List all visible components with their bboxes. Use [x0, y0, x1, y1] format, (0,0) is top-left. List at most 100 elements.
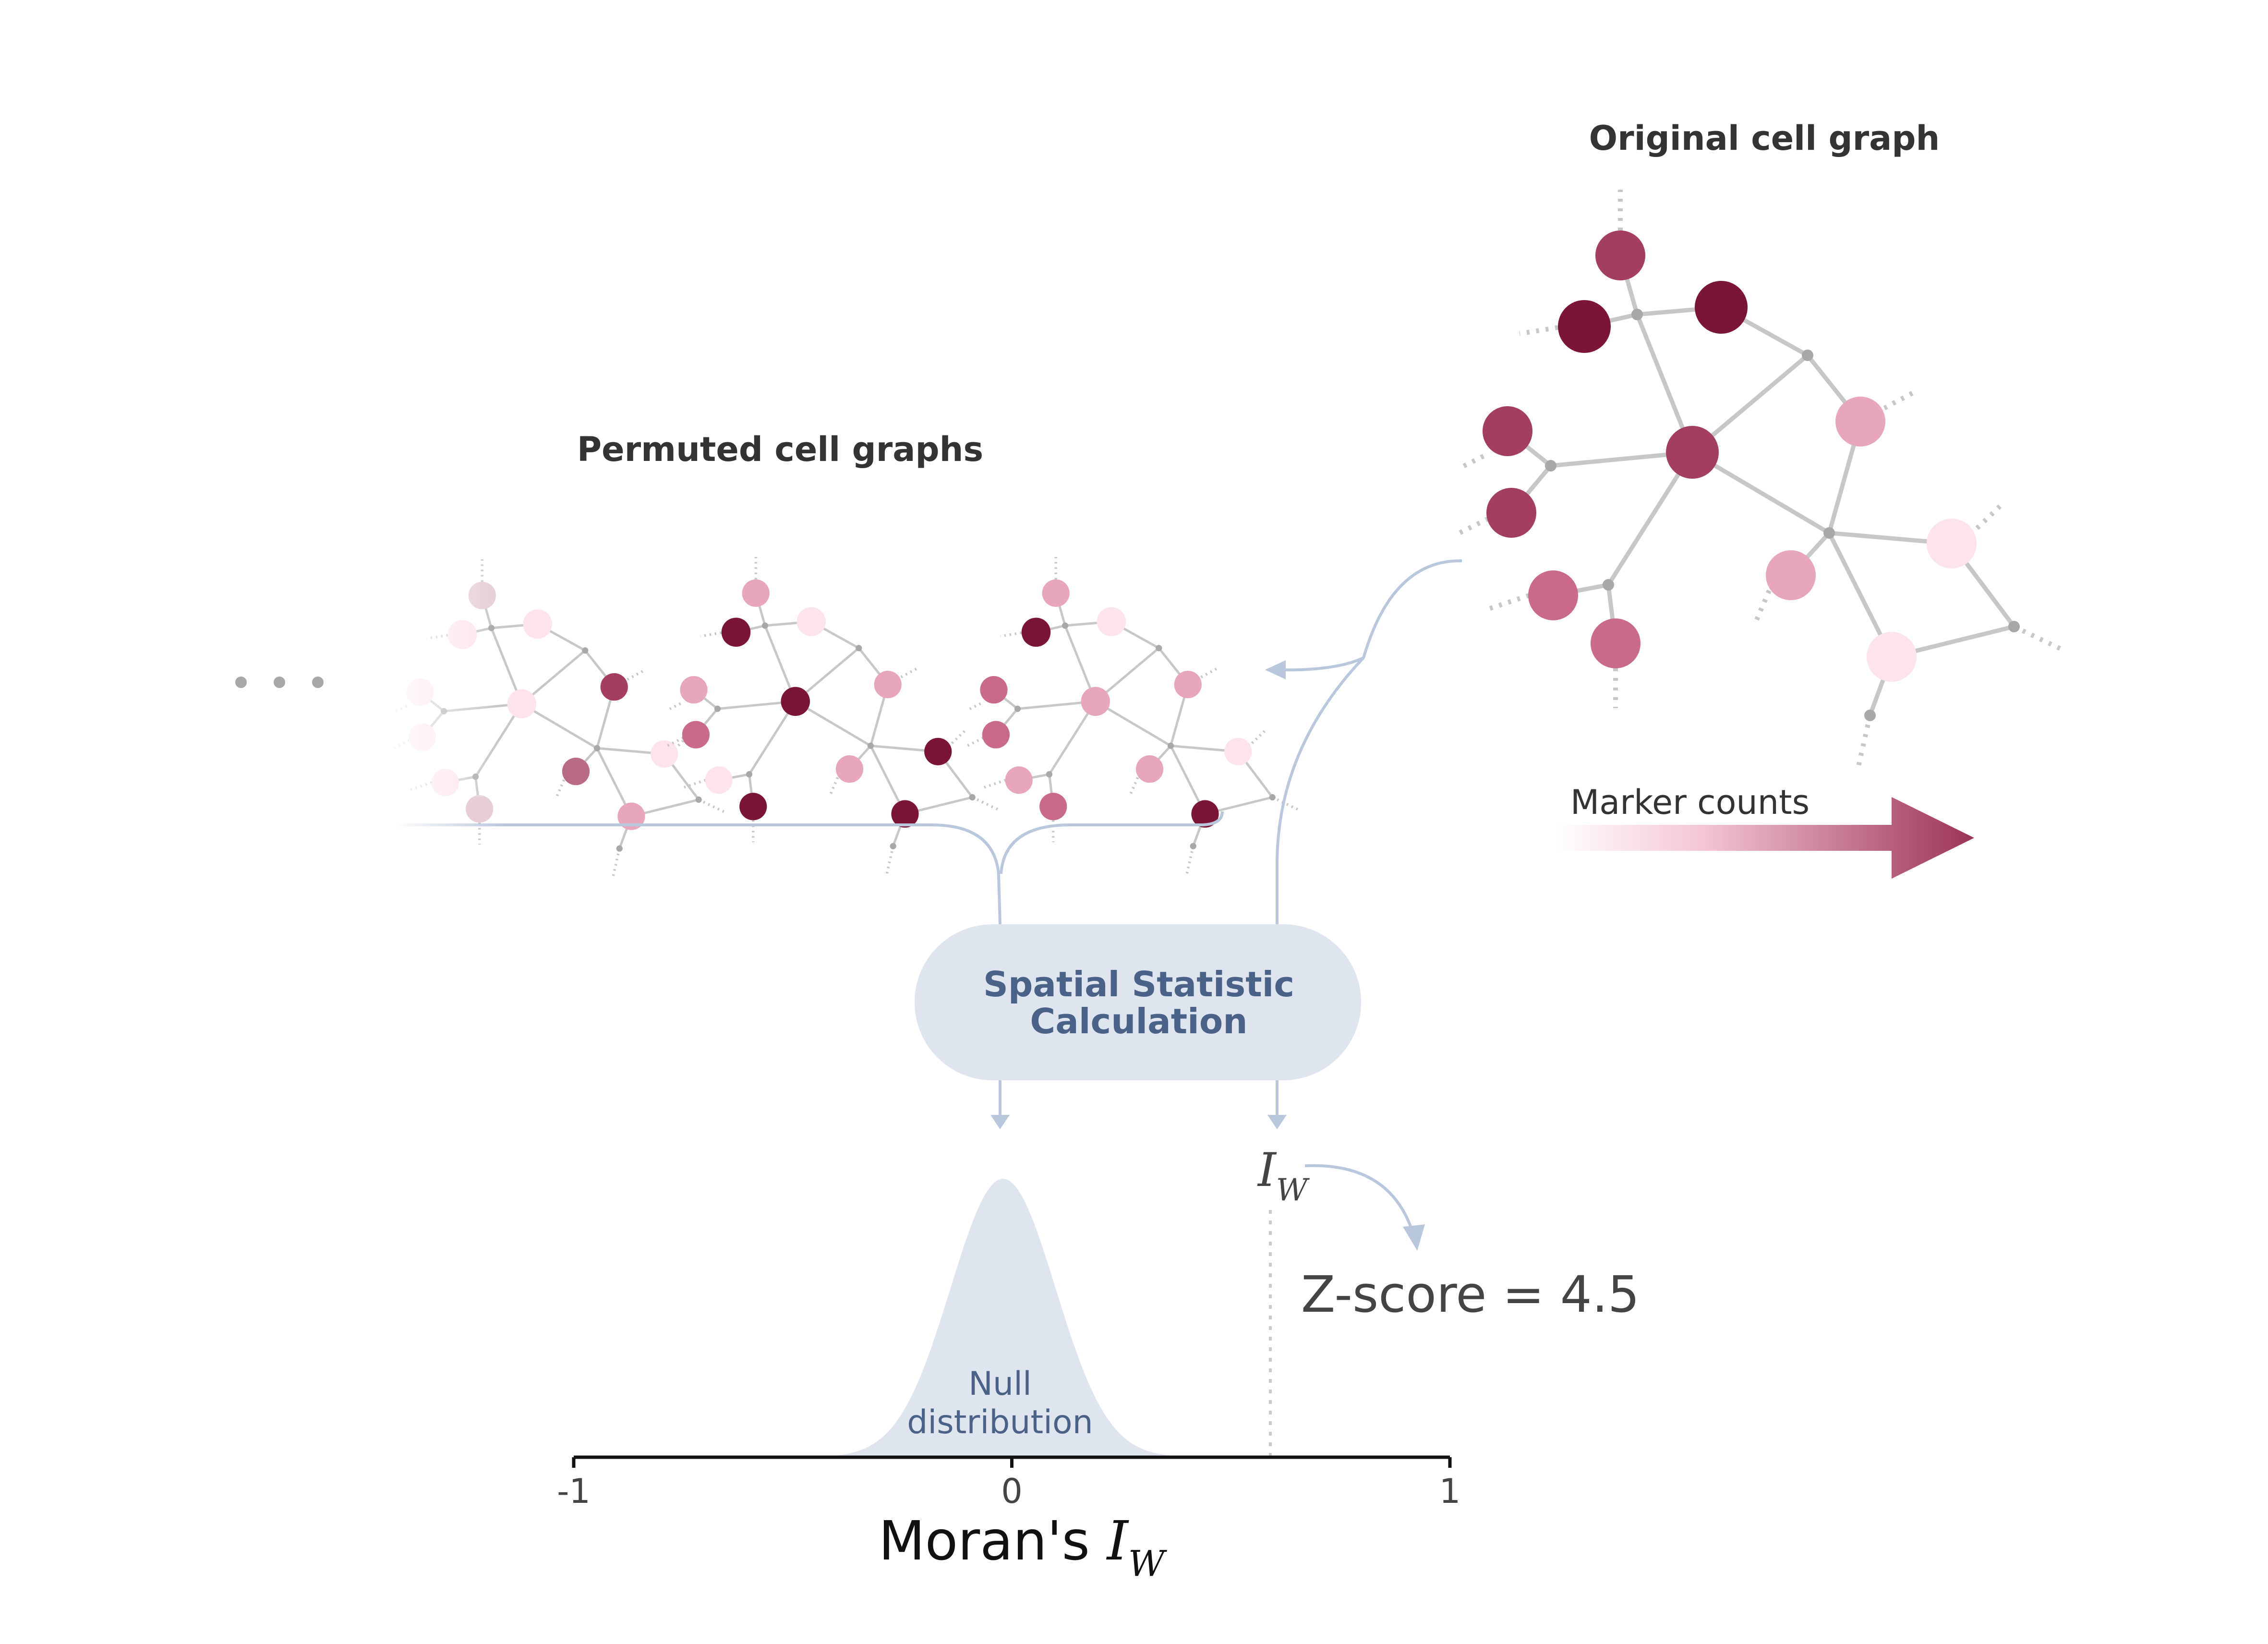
- cell-node: [523, 609, 552, 639]
- cell-node: [466, 795, 494, 823]
- graph-junction: [2008, 621, 2020, 632]
- graph-junction: [695, 796, 702, 803]
- graph-junction: [593, 745, 601, 751]
- graph-edge: [521, 702, 598, 749]
- graph-junction: [856, 645, 862, 652]
- cell-node: [651, 740, 678, 768]
- flow-connectors: [394, 559, 1462, 1251]
- graph-junction: [867, 742, 874, 749]
- permuted-cell-graph: [666, 557, 1001, 876]
- graph-edge-stub: [966, 737, 984, 747]
- cell-node: [507, 689, 536, 719]
- axis-tick-label: 1: [1439, 1472, 1461, 1511]
- cell-node: [1135, 755, 1164, 783]
- cell-node: [705, 766, 733, 794]
- graph-junction: [1823, 527, 1835, 539]
- cell-node: [682, 721, 710, 749]
- calc-label-line1: Spatial Statistic: [983, 964, 1294, 1004]
- graph-junction: [1046, 771, 1053, 778]
- cell-node: [1174, 671, 1202, 699]
- graph-junction: [890, 843, 896, 849]
- cell-node: [1486, 488, 1536, 538]
- cell-node: [1191, 800, 1219, 828]
- graph-junction: [1864, 710, 1876, 721]
- graph-edge: [1691, 450, 1831, 535]
- graph-edge-stub: [1185, 846, 1194, 876]
- cell-node: [796, 607, 826, 636]
- graph-junction: [1062, 622, 1069, 629]
- cell-node: [781, 687, 810, 716]
- graph-edge-stub: [700, 631, 722, 638]
- graph-junction: [1156, 645, 1162, 652]
- cell-node: [874, 671, 902, 699]
- graph-junction: [1545, 460, 1556, 471]
- graph-junction: [1802, 350, 1813, 361]
- graph-edge-stub: [900, 666, 919, 678]
- cell-node: [721, 617, 751, 647]
- graph-junction: [1190, 843, 1196, 849]
- spatial-statistic-calculation-box: [915, 924, 1361, 1080]
- graph-junction: [1014, 705, 1021, 712]
- graph-junction: [761, 622, 769, 629]
- graph-edge-stub: [1458, 516, 1490, 535]
- cell-node: [600, 673, 628, 701]
- graph-edge-stub: [555, 779, 566, 799]
- graph-edge-stub: [966, 702, 981, 712]
- graph-edge: [795, 700, 871, 747]
- graph-edge-stub: [666, 702, 681, 712]
- original-graph-title: Original cell graph: [1589, 119, 1940, 158]
- axis-tick-label: -1: [557, 1472, 591, 1511]
- null-label-line1: Null: [968, 1365, 1032, 1403]
- null-distribution-curve: [819, 1179, 1187, 1457]
- graph-edge-stub: [2013, 624, 2066, 653]
- cell-node: [1867, 632, 1917, 682]
- graph-junction: [969, 794, 976, 801]
- permuted-graphs-title: Permuted cell graphs: [577, 430, 983, 469]
- cell-node: [739, 793, 767, 821]
- cell-node: [835, 755, 864, 783]
- fade-overlay: [374, 547, 499, 797]
- cell-node: [1081, 687, 1110, 716]
- cell-node: [1695, 281, 1748, 334]
- cell-node: [742, 579, 770, 607]
- observed-statistic-label: IW: [1257, 1143, 1310, 1208]
- cell-node: [982, 721, 1010, 749]
- graph-edge: [1095, 700, 1171, 747]
- cell-node: [562, 758, 590, 786]
- graph-edge-stub: [1975, 502, 2004, 530]
- graph-edge-stub: [1883, 389, 1917, 411]
- cell-node: [1042, 579, 1070, 607]
- graph-edge-stub: [885, 846, 894, 876]
- graph-junction: [1631, 309, 1643, 320]
- graph-edge-stub: [1128, 777, 1139, 797]
- cell-node: [924, 737, 952, 765]
- graph-edge-stub: [828, 777, 839, 797]
- graph-junction: [714, 705, 721, 712]
- ellipsis-icon: [235, 677, 324, 688]
- marker-counts-arrow: [1556, 797, 1974, 879]
- cell-node: [980, 676, 1008, 704]
- cell-node: [1595, 230, 1645, 280]
- graph-edge-stub: [698, 798, 727, 814]
- graph-edge-stub: [1485, 593, 1530, 612]
- graph-edge-stub: [1458, 454, 1485, 471]
- axis-title: Moran's IW: [879, 1510, 1168, 1584]
- cell-node: [891, 800, 919, 828]
- graph-edge-stub: [1856, 714, 1872, 769]
- graph-edge-stub: [1272, 796, 1301, 812]
- graph-edge-stub: [627, 669, 645, 681]
- graph-edge-stub: [981, 779, 1006, 789]
- permuted-cell-graph: [966, 557, 1301, 876]
- cell-node: [1021, 617, 1051, 647]
- graph-edge-stub: [1251, 729, 1267, 744]
- cell-node: [1483, 406, 1532, 456]
- cell-node: [617, 802, 645, 830]
- cell-node: [1558, 300, 1611, 353]
- cell-node: [1097, 607, 1126, 636]
- cell-node: [1528, 570, 1578, 620]
- cell-node: [1927, 519, 1977, 568]
- cell-node: [1666, 426, 1719, 479]
- cell-node: [680, 676, 708, 704]
- cell-node: [1005, 766, 1033, 794]
- graph-edge-stub: [611, 848, 621, 878]
